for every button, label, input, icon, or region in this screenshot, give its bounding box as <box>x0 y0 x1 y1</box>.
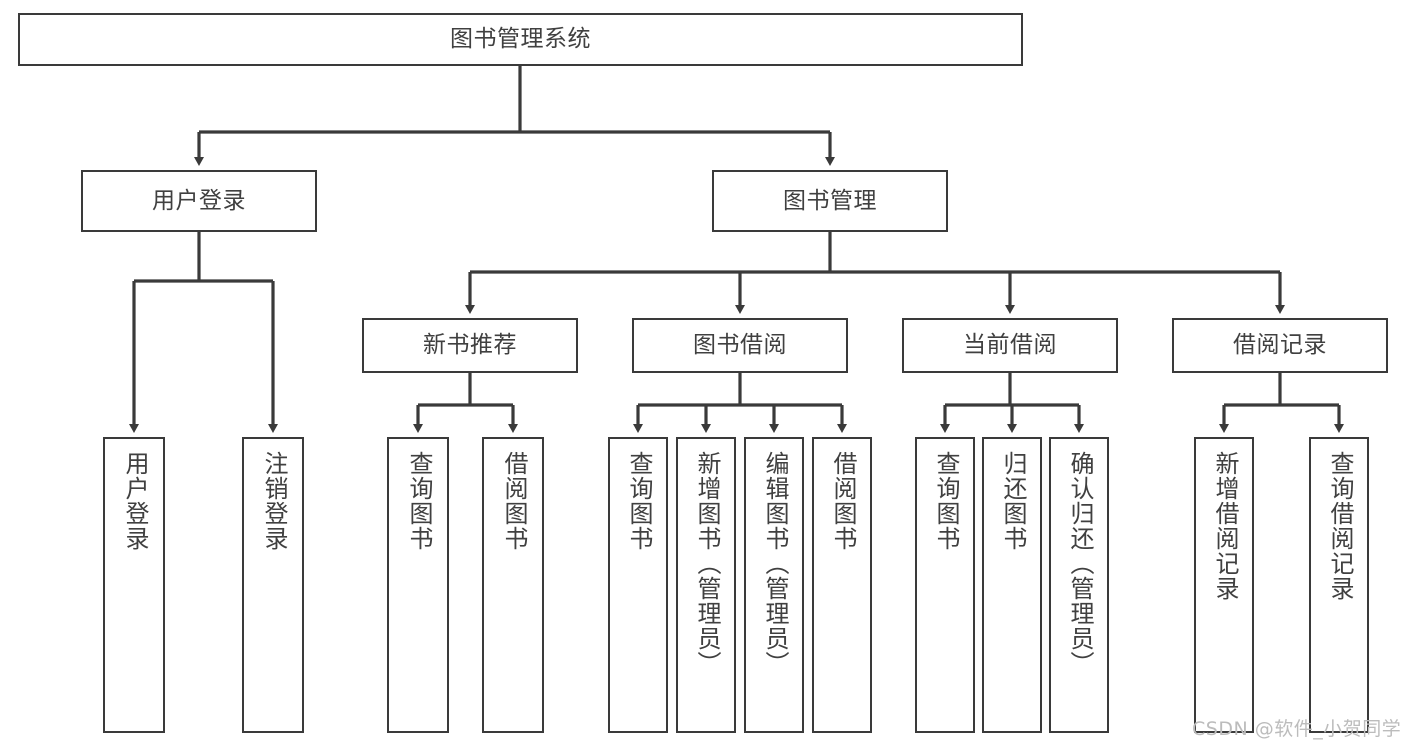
node-label: 当前借阅 <box>963 332 1057 359</box>
node-label: 归还图书 <box>998 451 1027 551</box>
node-label: 查询图书 <box>404 451 433 551</box>
node-leaf-book-borrow-add[interactable]: 新增图书（管理员） <box>676 437 736 733</box>
node-label: 用户登录 <box>120 451 149 551</box>
node-leaf-new-book-borrow[interactable]: 借阅图书 <box>482 437 544 733</box>
node-label: 新书推荐 <box>423 332 517 359</box>
node-label: 图书管理系统 <box>450 26 591 53</box>
node-borrow-record[interactable]: 借阅记录 <box>1172 318 1388 373</box>
node-leaf-user-login-signout[interactable]: 注销登录 <box>242 437 304 733</box>
node-leaf-current-borrow-query[interactable]: 查询图书 <box>915 437 975 733</box>
node-leaf-borrow-record-add[interactable]: 新增借阅记录 <box>1194 437 1254 733</box>
node-leaf-current-borrow-return[interactable]: 归还图书 <box>982 437 1042 733</box>
node-leaf-book-borrow-edit[interactable]: 编辑图书（管理员） <box>744 437 804 733</box>
csdn-watermark: CSDN @软件_小贺同学 <box>1192 718 1402 740</box>
node-label: 借阅图书 <box>828 451 857 551</box>
node-user-login[interactable]: 用户登录 <box>81 170 317 232</box>
node-book-management[interactable]: 图书管理 <box>712 170 948 232</box>
node-leaf-book-borrow-query[interactable]: 查询图书 <box>608 437 668 733</box>
node-label: 新增图书（管理员） <box>692 451 721 676</box>
node-label: 查询图书 <box>624 451 653 551</box>
node-label: 借阅记录 <box>1233 332 1327 359</box>
node-label: 图书借阅 <box>693 332 787 359</box>
node-root-book-management-system[interactable]: 图书管理系统 <box>18 13 1023 66</box>
node-label: 确认归还（管理员） <box>1065 451 1094 676</box>
node-label: 图书管理 <box>783 187 877 214</box>
node-label: 查询图书 <box>931 451 960 551</box>
node-label: 用户登录 <box>152 187 246 214</box>
node-label: 注销登录 <box>259 451 288 551</box>
node-new-book-recommend[interactable]: 新书推荐 <box>362 318 578 373</box>
node-label: 借阅图书 <box>499 451 528 551</box>
node-leaf-borrow-record-query[interactable]: 查询借阅记录 <box>1309 437 1369 733</box>
node-label: 新增借阅记录 <box>1210 451 1239 601</box>
node-leaf-user-login-signin[interactable]: 用户登录 <box>103 437 165 733</box>
node-leaf-book-borrow-lend[interactable]: 借阅图书 <box>812 437 872 733</box>
node-leaf-current-borrow-confirm-return[interactable]: 确认归还（管理员） <box>1049 437 1109 733</box>
node-current-borrow[interactable]: 当前借阅 <box>902 318 1118 373</box>
node-label: 编辑图书（管理员） <box>760 451 789 676</box>
node-leaf-new-book-query[interactable]: 查询图书 <box>387 437 449 733</box>
node-label: 查询借阅记录 <box>1325 451 1354 601</box>
node-book-borrow[interactable]: 图书借阅 <box>632 318 848 373</box>
